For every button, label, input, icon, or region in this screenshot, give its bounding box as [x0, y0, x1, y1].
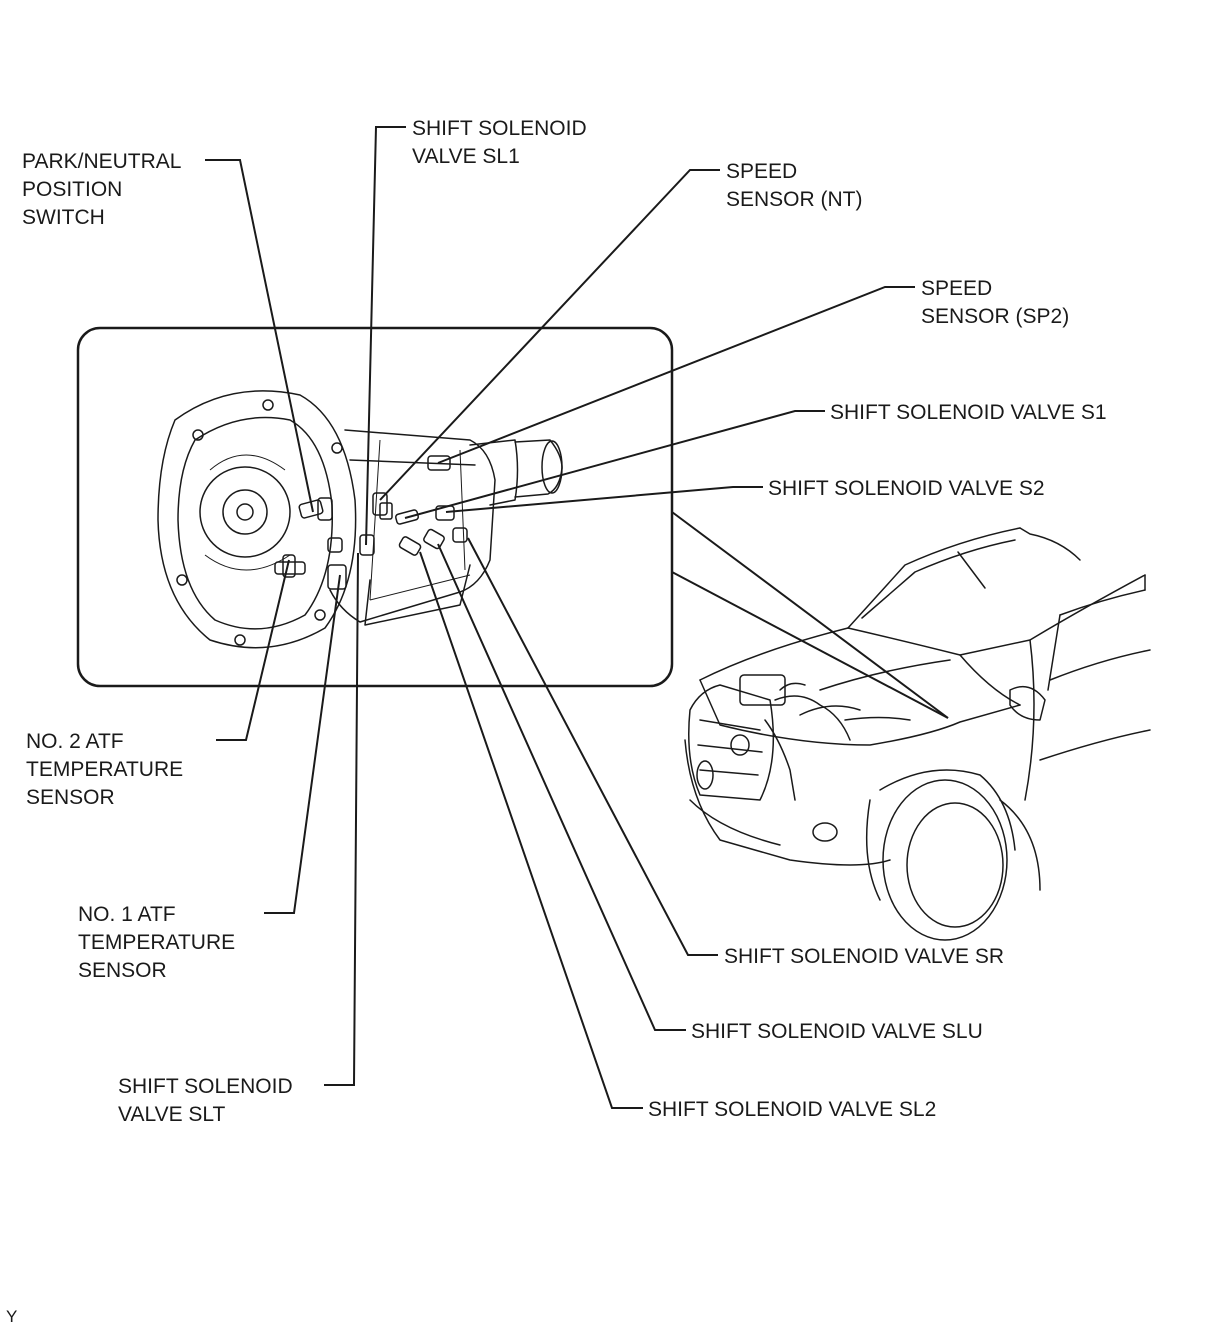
label-shift-solenoid-valve-sr: SHIFT SOLENOID VALVE SR — [724, 945, 1004, 968]
leader-lines — [205, 126, 915, 1109]
zoom-line-upper — [671, 511, 949, 719]
truck-illustration — [684, 527, 1151, 941]
label-shift-solenoid-valve-s1: SHIFT SOLENOID VALVE S1 — [830, 401, 1107, 424]
zoom-line-lower — [671, 571, 949, 719]
label-shift-solenoid-valve-slt: SHIFT SOLENOID VALVE SLT — [118, 1075, 299, 1126]
label-shift-solenoid-valve-s2: SHIFT SOLENOID VALVE S2 — [768, 477, 1045, 500]
label-shift-solenoid-valve-sl2: SHIFT SOLENOID VALVE SL2 — [648, 1098, 936, 1121]
label-shift-solenoid-valve-sl1: SHIFT SOLENOID VALVE SL1 — [412, 117, 593, 168]
label-no2-atf-temperature-sensor: NO. 2 ATF TEMPERATURE SENSOR — [26, 730, 189, 809]
label-shift-solenoid-valve-slu: SHIFT SOLENOID VALVE SLU — [691, 1020, 983, 1043]
transmission-callout-box — [76, 326, 674, 688]
label-speed-sensor-sp2: SPEED SENSOR (SP2) — [921, 277, 1069, 328]
label-park-neutral-position-switch: PARK/NEUTRAL POSITION SWITCH — [22, 150, 187, 229]
label-speed-sensor-nt: SPEED SENSOR (NT) — [726, 160, 863, 211]
label-no1-atf-temperature-sensor: NO. 1 ATF TEMPERATURE SENSOR — [78, 903, 241, 982]
figure-code: Y — [6, 1307, 17, 1326]
